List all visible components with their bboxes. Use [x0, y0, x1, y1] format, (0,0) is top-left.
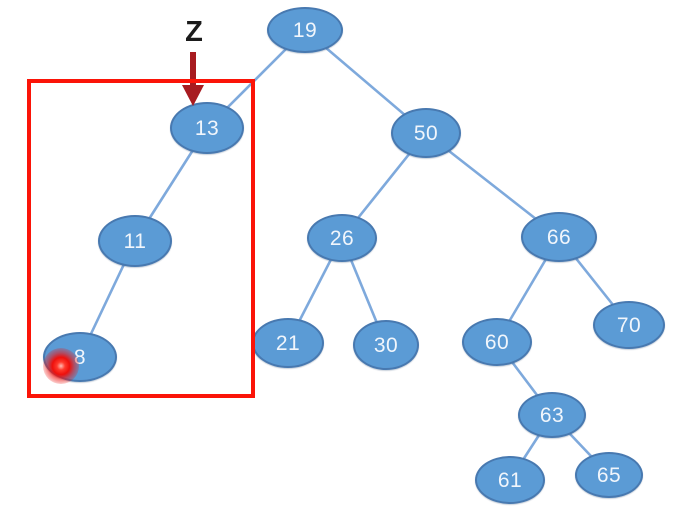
down-arrow-head	[182, 85, 204, 106]
tree-node-30: 30	[353, 320, 419, 370]
tree-node-21: 21	[252, 318, 324, 368]
down-arrow-shaft	[190, 52, 196, 87]
tree-node-11: 11	[98, 215, 172, 267]
tree-node-61: 61	[475, 456, 545, 504]
tree-node-label: 63	[539, 403, 565, 427]
tree-node-label: 21	[275, 331, 301, 355]
tree-node-63: 63	[518, 392, 586, 438]
tree-node-13: 13	[170, 102, 244, 154]
laser-pointer-dot	[43, 348, 79, 384]
tree-node-label: 8	[73, 345, 87, 369]
tree-node-label: 61	[497, 468, 523, 492]
tree-node-label: 66	[546, 225, 572, 249]
z-pointer-label: Z	[185, 16, 203, 48]
tree-node-label: 65	[596, 463, 622, 487]
subtree-highlight-box	[27, 79, 255, 398]
tree-node-label: 19	[292, 18, 318, 42]
tree-node-label: 26	[329, 226, 355, 250]
tree-node-label: 60	[484, 330, 510, 354]
tree-node-19: 19	[267, 7, 343, 53]
tree-node-label: 70	[616, 313, 642, 337]
tree-node-label: 30	[373, 333, 399, 357]
tree-node-50: 50	[391, 108, 461, 158]
tree-node-65: 65	[575, 452, 643, 498]
tree-node-26: 26	[307, 214, 377, 262]
tree-node-60: 60	[462, 318, 532, 366]
tree-node-70: 70	[593, 301, 665, 349]
tree-node-label: 11	[123, 229, 147, 253]
tree-node-label: 13	[194, 116, 220, 140]
tree-node-66: 66	[521, 212, 597, 262]
tree-node-label: 50	[413, 121, 439, 145]
